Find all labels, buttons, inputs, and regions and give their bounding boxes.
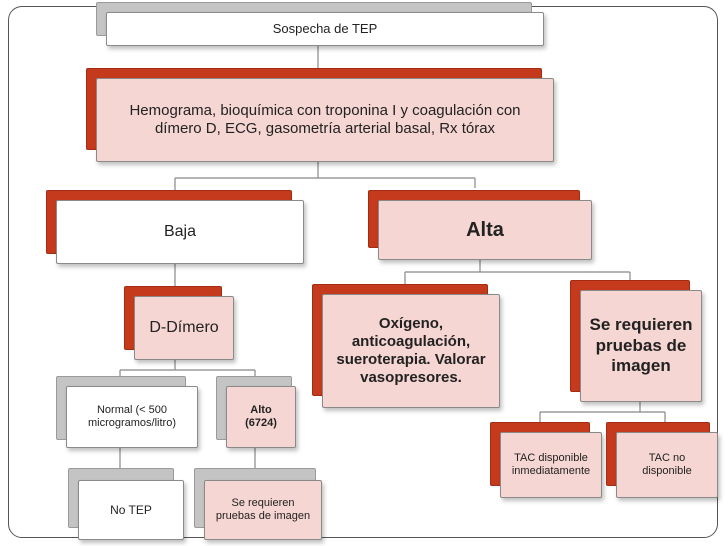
node-no-pe-label: No TEP [78, 480, 184, 540]
node-ct-available-label: TAC disponible inmediatamente [500, 432, 602, 498]
node-initial-tests-label: Hemograma, bioquímica con troponina I y … [96, 78, 554, 162]
node-imaging-required-small-label: Se requieren pruebas de imagen [204, 480, 322, 540]
node-ct-unavailable-label: TAC no disponible [616, 432, 718, 498]
node-imaging-needed-label: Se requieren pruebas de imagen [580, 290, 702, 402]
node-normal-label: Normal (< 500 microgramos/litro) [66, 386, 198, 448]
node-ddimer-label: D-Dímero [134, 296, 234, 360]
node-treatment-label: Oxígeno, anticoagulación, sueroterapia. … [322, 294, 500, 408]
node-high-label: Alta [378, 200, 592, 260]
node-low-label: Baja [56, 200, 304, 264]
node-suspicion-label: Sospecha de TEP [106, 12, 544, 46]
node-high-value-label: Alto (6724) [226, 386, 296, 448]
